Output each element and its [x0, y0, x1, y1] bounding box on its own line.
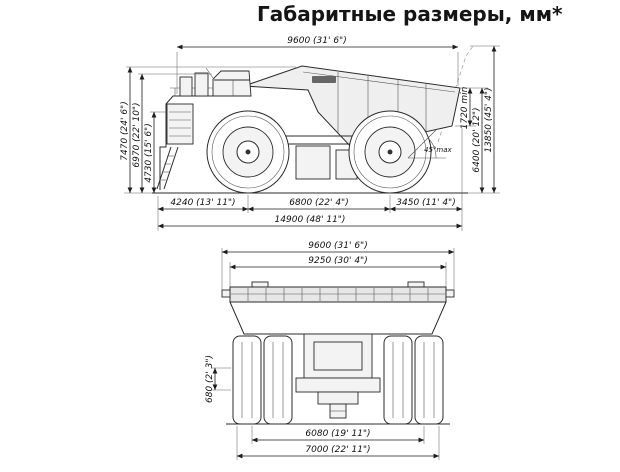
- dim-height-rear: 6400 (20' 12"): [472, 107, 482, 172]
- tipping-angle-mark: 45°max: [407, 129, 453, 159]
- rear-dual-tires: [232, 335, 444, 425]
- dim-height-deck: 4730 (15' 6"): [144, 123, 154, 182]
- dim-length-overall: 14900 (48' 11"): [275, 215, 346, 225]
- front-end-side: [156, 72, 246, 190]
- rear-dimensions: 9600 (31' 6") 9250 (30' 4") 680 (2' 3") …: [205, 241, 455, 459]
- side-view: 45°max 9600 (: [120, 36, 500, 231]
- dim-width-overall: 9600 (31' 6"): [308, 241, 367, 251]
- page-title: Габаритные размеры, мм*: [257, 2, 563, 26]
- cab-side: [205, 67, 252, 97]
- chassis-frame-side: [268, 135, 368, 180]
- rear-view: 9600 (31' 6") 9250 (30' 4") 680 (2' 3") …: [205, 241, 455, 460]
- dim-clearance-min: 1720 min: [460, 86, 470, 129]
- dim-track-width: 6080 (19' 11"): [305, 429, 370, 439]
- rear-wheel-side: [348, 110, 432, 194]
- side-dimensions: 9600 (31' 6") 7470 (24' 6") 6970 (22' 10…: [120, 36, 497, 229]
- dim-width-tires: 7000 (22' 11"): [305, 445, 370, 455]
- dim-tip-angle: 45°max: [424, 146, 453, 154]
- rear-axle-frame: [295, 333, 381, 419]
- front-wheel-side: [206, 110, 290, 194]
- dim-body-length: 9600 (31' 6"): [287, 36, 346, 46]
- dim-rear-overhang: 3450 (11' 4"): [396, 198, 455, 208]
- dim-front-overhang: 4240 (13' 11"): [170, 198, 235, 208]
- dim-height-step: 680 (2' 3"): [205, 355, 215, 403]
- dim-height-overall: 7470 (24' 6"): [120, 101, 130, 160]
- dim-height-body-raised: 13850 (45' 4"): [484, 87, 494, 152]
- dim-width-body: 9250 (30' 4"): [308, 256, 367, 266]
- dim-height-cab: 6970 (22' 10"): [132, 102, 142, 167]
- dim-wheelbase: 6800 (22' 4"): [289, 198, 348, 208]
- brand-logo-plate: [312, 76, 336, 83]
- dump-body-rear: [221, 281, 455, 335]
